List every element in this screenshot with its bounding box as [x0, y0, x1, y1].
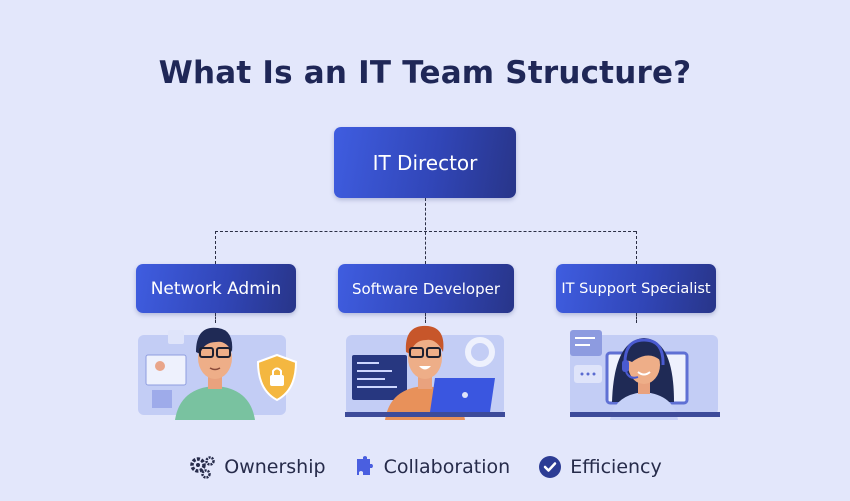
check-circle-icon	[538, 455, 562, 479]
it-support-specialist-illustration	[552, 320, 732, 420]
gears-icon	[188, 455, 216, 479]
legend-item-efficiency: Efficiency	[538, 455, 662, 479]
node-label: IT Support Specialist	[561, 280, 711, 297]
node-network-admin: Network Admin	[136, 264, 296, 313]
page-title: What Is an IT Team Structure?	[158, 55, 692, 91]
node-label: Software Developer	[351, 279, 501, 298]
legend-label: Ownership	[224, 456, 326, 478]
legend-label: Collaboration	[383, 456, 511, 478]
connector-line	[215, 231, 636, 232]
software-developer-illustration	[340, 320, 520, 420]
node-software-developer: Software Developer	[338, 264, 514, 313]
legend-label: Efficiency	[570, 456, 662, 478]
legend-item-collaboration: Collaboration	[354, 455, 511, 479]
node-it-support-specialist: IT Support Specialist	[556, 264, 716, 313]
legend-item-ownership: Ownership	[188, 455, 326, 479]
connector-line	[425, 313, 426, 323]
node-label: Network Admin	[150, 278, 282, 299]
node-it-director: IT Director	[334, 127, 516, 198]
network-admin-illustration	[130, 320, 310, 420]
connector-line	[215, 231, 216, 264]
connector-line	[636, 231, 637, 264]
connector-line	[636, 313, 637, 323]
connector-line	[215, 313, 216, 323]
node-label: IT Director	[372, 150, 478, 175]
puzzle-icon	[354, 455, 376, 479]
legend: Ownership Collaboration Efficiency	[0, 455, 850, 479]
